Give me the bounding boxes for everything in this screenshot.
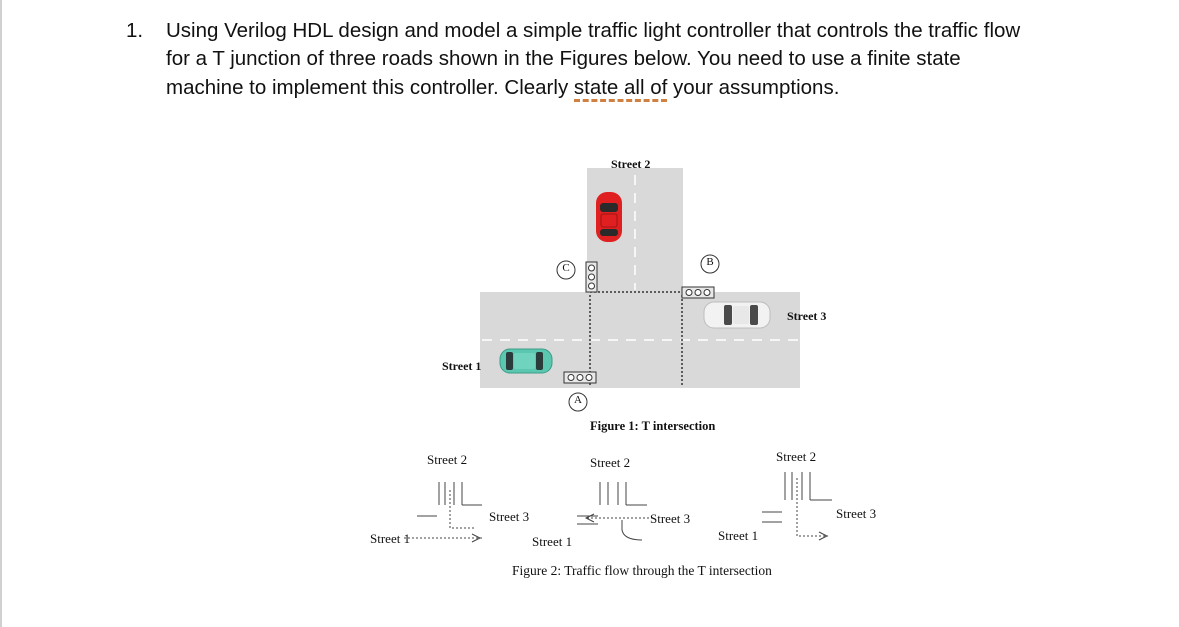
light-a-label-circle (568, 392, 588, 412)
light-b-label: B (706, 256, 714, 268)
question-line-3: machine to implement this controller. Cl… (166, 74, 839, 102)
traffic-light-c (585, 261, 598, 293)
underlined-phrase: state all of (573, 76, 668, 102)
teal-car (499, 348, 553, 374)
question-line-2: for a T junction of three roads shown in… (166, 47, 961, 70)
question-number: 1. (126, 19, 144, 42)
panel1-street-1: Street 1 (370, 531, 411, 546)
street-1-label: Street 1 (442, 359, 482, 373)
figure-1-caption: Figure 1: T intersection (590, 419, 716, 433)
light-c-label-circle (556, 260, 576, 280)
traffic-light-b (681, 286, 715, 299)
panel3-street-1: Street 1 (718, 528, 759, 543)
panel2-street-3: Street 3 (650, 511, 691, 526)
light-b-label-circle (700, 254, 720, 274)
light-c-label: C (562, 262, 570, 274)
panel3-street-2: Street 2 (776, 449, 817, 464)
flow-panel-1 (404, 482, 482, 543)
panel3-street-3: Street 3 (836, 506, 877, 521)
white-car (703, 301, 771, 329)
question-line-3-start: machine to implement this controller. Cl… (166, 76, 574, 99)
street-2-label: Street 2 (611, 157, 651, 171)
red-car (596, 192, 622, 242)
light-a-label: A (574, 394, 582, 406)
panel2-street-2: Street 2 (590, 455, 631, 470)
panel1-street-2: Street 2 (427, 452, 468, 467)
question-line-3-end: your assumptions. (667, 76, 840, 99)
traffic-light-a (563, 371, 597, 384)
flow-panel-3 (762, 472, 832, 541)
figure-2-caption: Figure 2: Traffic flow through the T int… (512, 563, 772, 578)
panel1-street-3: Street 3 (489, 509, 530, 524)
street-3-label: Street 3 (787, 309, 827, 323)
panel2-street-1: Street 1 (532, 534, 573, 549)
flow-panel-2 (577, 482, 652, 541)
question-line-1: Using Verilog HDL design and model a sim… (166, 19, 1021, 42)
